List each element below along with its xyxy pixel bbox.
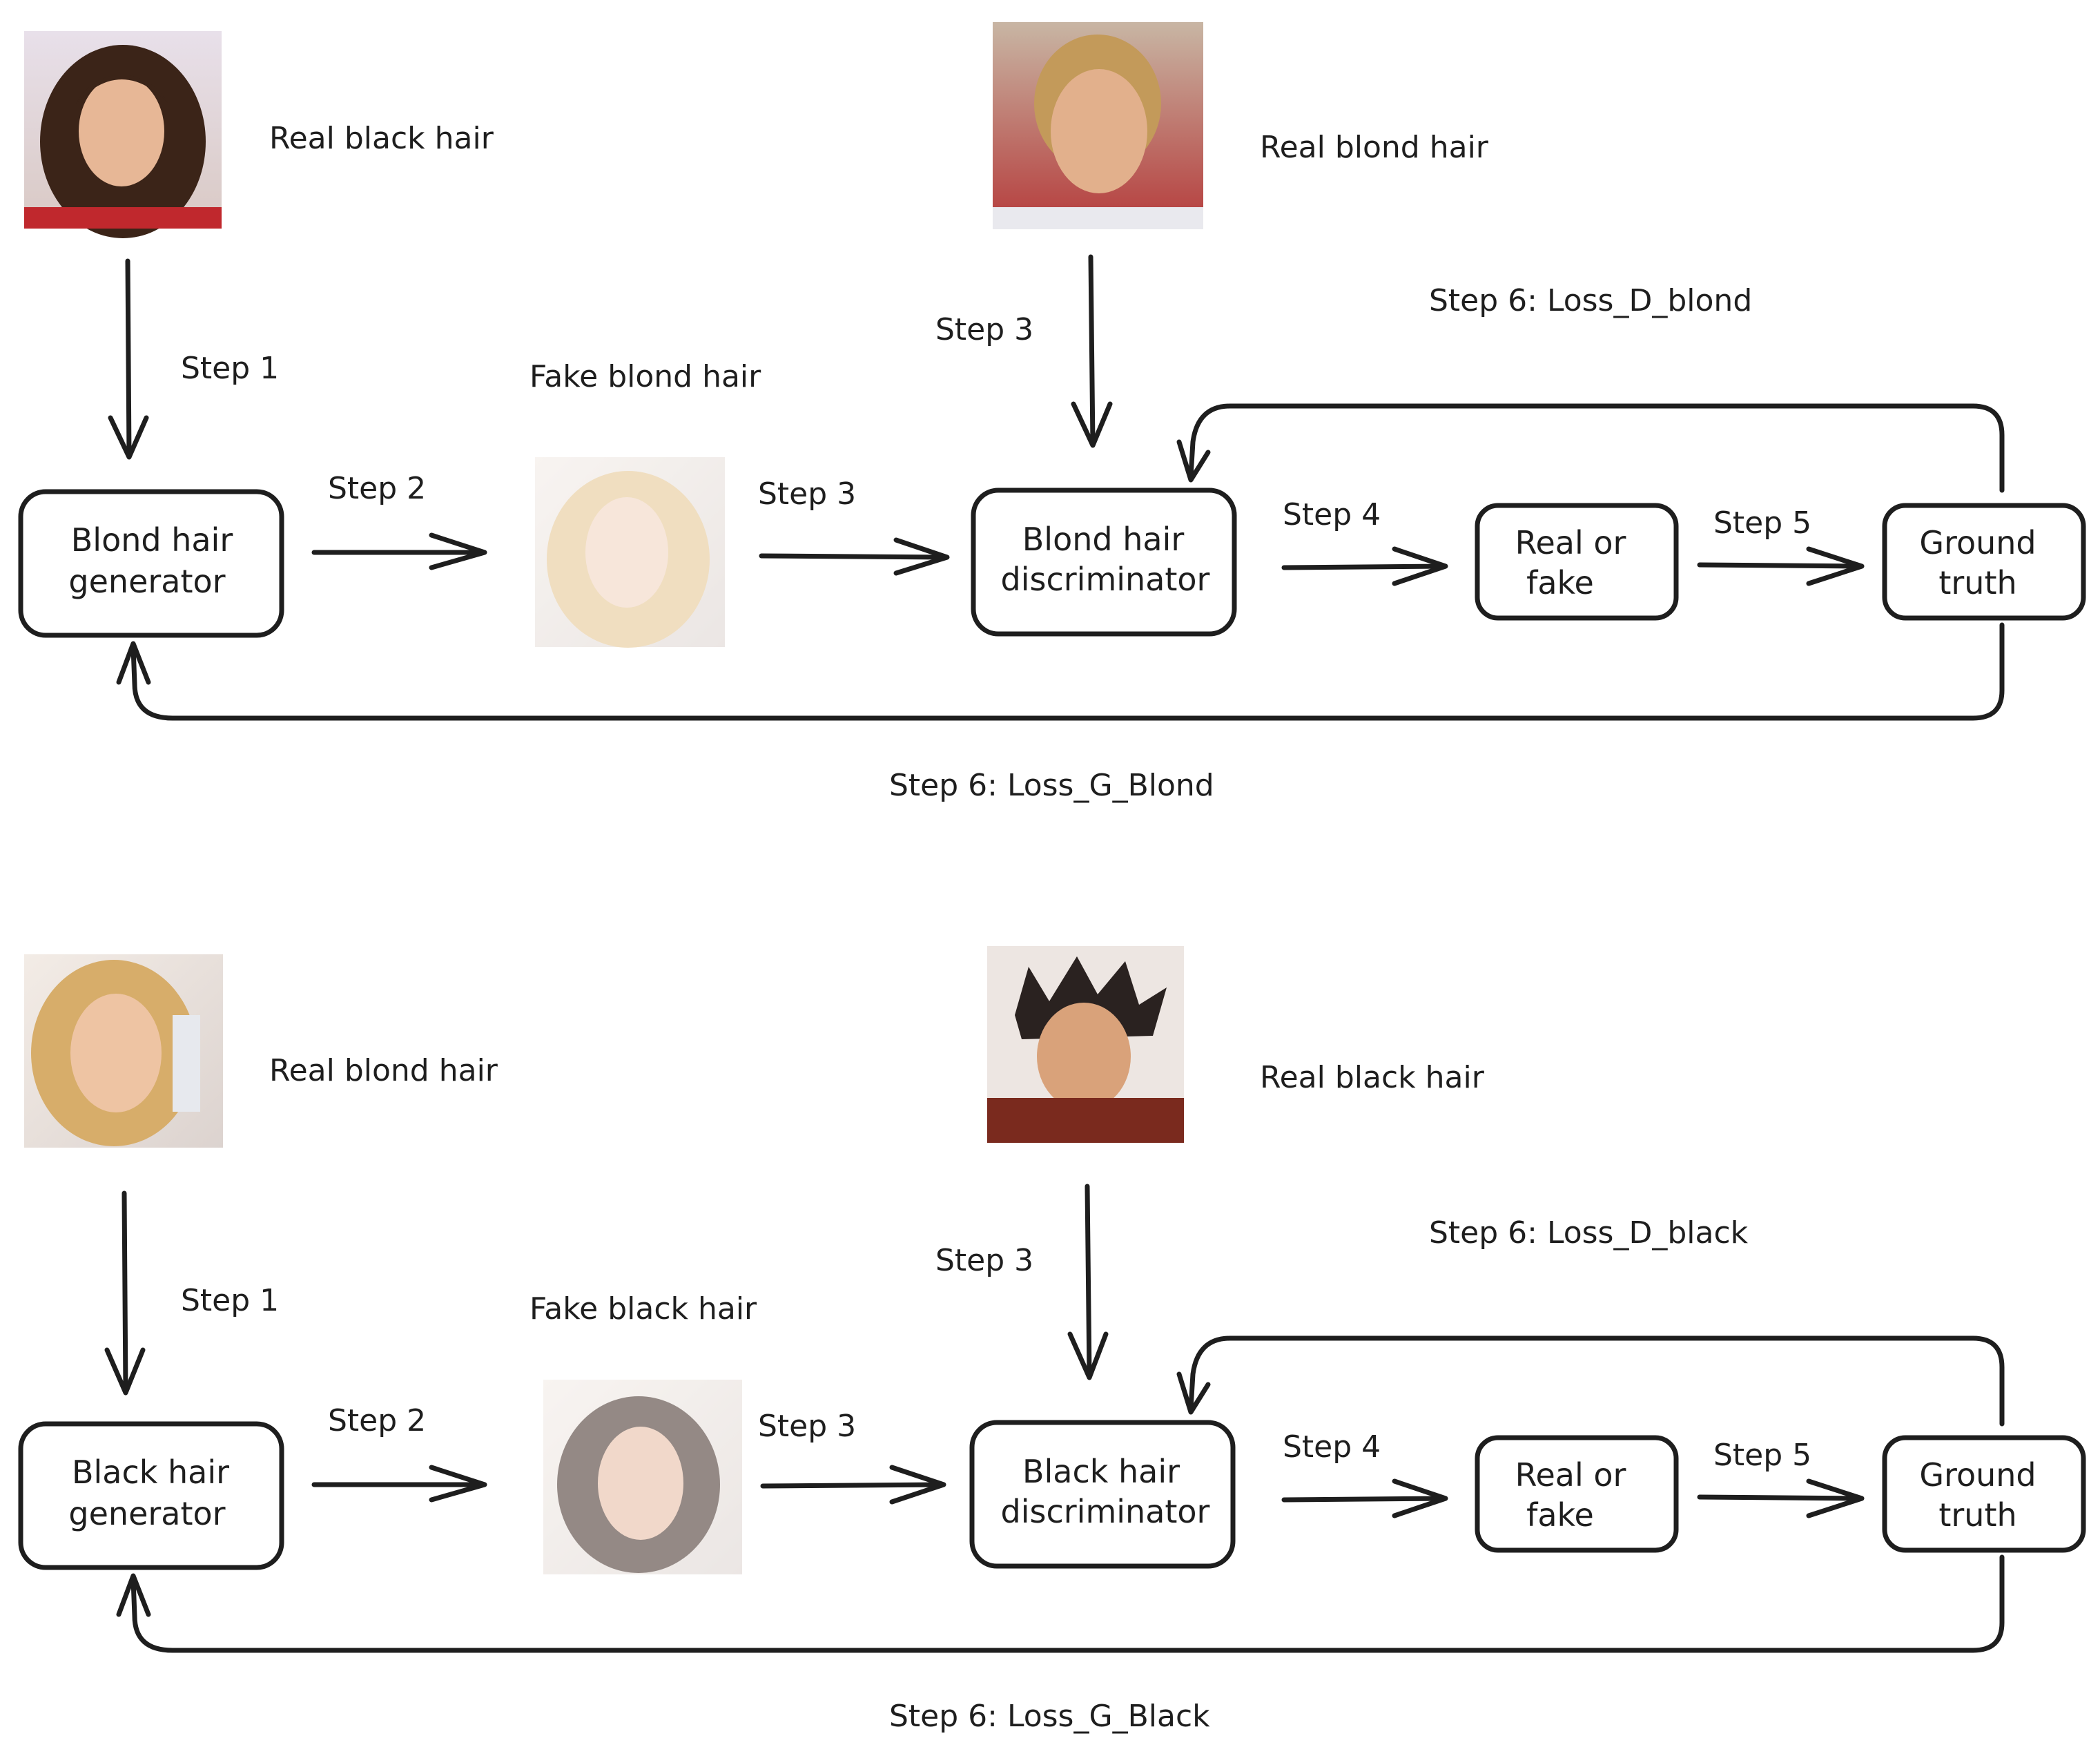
top-discriminator-line1: Blond hair	[1022, 521, 1185, 558]
bottom-step5-arrow	[1697, 1478, 1865, 1518]
top-generator-line1: Blond hair	[71, 521, 233, 559]
bottom-ground-truth-line1: Ground	[1919, 1456, 2036, 1494]
bottom-loss-d-arrow	[1176, 1335, 2005, 1427]
top-discriminator-box: Blond hair discriminator	[971, 488, 1237, 637]
top-real-or-fake-line2: fake	[1526, 564, 1594, 601]
top-ground-truth-line1: Ground	[1919, 524, 2036, 561]
bottom-step1-arrow	[104, 1190, 146, 1396]
bottom-real-photo	[987, 946, 1184, 1143]
bottom-generator-box: Black hair generator	[18, 1421, 284, 1570]
bottom-fake-photo	[543, 1380, 742, 1574]
top-step4-arrow	[1281, 546, 1448, 586]
bottom-generator-line2: generator	[68, 1495, 225, 1532]
bottom-flow: Real blond hair Real black hair Step 1 B…	[18, 946, 2086, 1734]
bottom-step1-label: Step 1	[181, 1283, 279, 1318]
top-generator-line2: generator	[68, 563, 225, 600]
bottom-step3-real-label: Step 3	[935, 1243, 1033, 1278]
bottom-real-or-fake-box: Real or fake	[1475, 1435, 1679, 1553]
bottom-discriminator-line1: Black hair	[1022, 1453, 1180, 1490]
bottom-step4-label: Step 4	[1283, 1429, 1381, 1465]
top-step5-label: Step 5	[1713, 505, 1811, 541]
top-real-or-fake-line1: Real or	[1515, 524, 1626, 561]
top-ground-truth-line2: truth	[1938, 564, 2016, 601]
top-input-real-label: Real black hair	[269, 121, 494, 156]
bottom-step2-arrow	[311, 1465, 487, 1503]
bottom-ground-truth-box: Ground truth	[1882, 1435, 2086, 1553]
bottom-step5-label: Step 5	[1713, 1438, 1811, 1473]
top-step3-fake-arrow	[759, 537, 950, 576]
bottom-fake-label: Fake black hair	[529, 1291, 757, 1326]
bottom-loss-d-label: Step 6: Loss_D_black	[1429, 1215, 1749, 1251]
top-step1-label: Step 1	[181, 351, 279, 386]
top-real-photo	[993, 22, 1203, 229]
bottom-real-or-fake-line1: Real or	[1515, 1456, 1626, 1494]
top-disc-real-label: Real blond hair	[1260, 130, 1489, 165]
bottom-step3-fake-arrow	[760, 1465, 946, 1505]
top-flow: Real black hair Real blond hair Step 1 B…	[18, 22, 2086, 803]
bottom-ground-truth-line2: truth	[1938, 1496, 2016, 1534]
top-real-or-fake-box: Real or fake	[1475, 503, 1679, 621]
bottom-step3-fake-label: Step 3	[758, 1409, 856, 1444]
top-loss-g-label: Step 6: Loss_G_Blond	[889, 768, 1214, 803]
bottom-input-photo	[24, 954, 223, 1148]
top-step3-real-label: Step 3	[935, 312, 1033, 347]
bottom-loss-g-label: Step 6: Loss_G_Black	[889, 1699, 1210, 1734]
top-input-photo	[24, 31, 222, 238]
bottom-input-real-label: Real blond hair	[269, 1053, 498, 1088]
top-step3-fake-label: Step 3	[758, 476, 856, 512]
top-fake-label: Fake blond hair	[529, 359, 761, 394]
bottom-step4-arrow	[1281, 1478, 1448, 1518]
top-generator-box: Blond hair generator	[18, 489, 284, 638]
bottom-discriminator-line2: discriminator	[1001, 1493, 1210, 1530]
top-loss-d-arrow	[1176, 403, 2005, 493]
top-ground-truth-box: Ground truth	[1882, 503, 2086, 621]
bottom-discriminator-box: Black hair discriminator	[969, 1420, 1236, 1569]
bottom-step3-real-arrow	[1067, 1184, 1109, 1380]
bottom-step2-label: Step 2	[328, 1403, 426, 1438]
top-step1-arrow	[108, 258, 149, 460]
top-step5-arrow	[1697, 546, 1865, 586]
top-step3-real-arrow	[1071, 254, 1113, 448]
top-loss-d-label: Step 6: Loss_D_blond	[1429, 283, 1752, 318]
bottom-loss-g-arrow	[116, 1554, 2005, 1653]
bottom-disc-real-label: Real black hair	[1260, 1060, 1485, 1095]
top-discriminator-line2: discriminator	[1001, 561, 1210, 598]
top-step2-label: Step 2	[328, 471, 426, 506]
top-step2-arrow	[311, 532, 487, 570]
top-fake-photo	[535, 457, 725, 648]
top-loss-g-arrow	[116, 622, 2005, 721]
bottom-generator-line1: Black hair	[72, 1454, 229, 1491]
top-step4-label: Step 4	[1283, 497, 1381, 532]
bottom-real-or-fake-line2: fake	[1526, 1496, 1594, 1534]
